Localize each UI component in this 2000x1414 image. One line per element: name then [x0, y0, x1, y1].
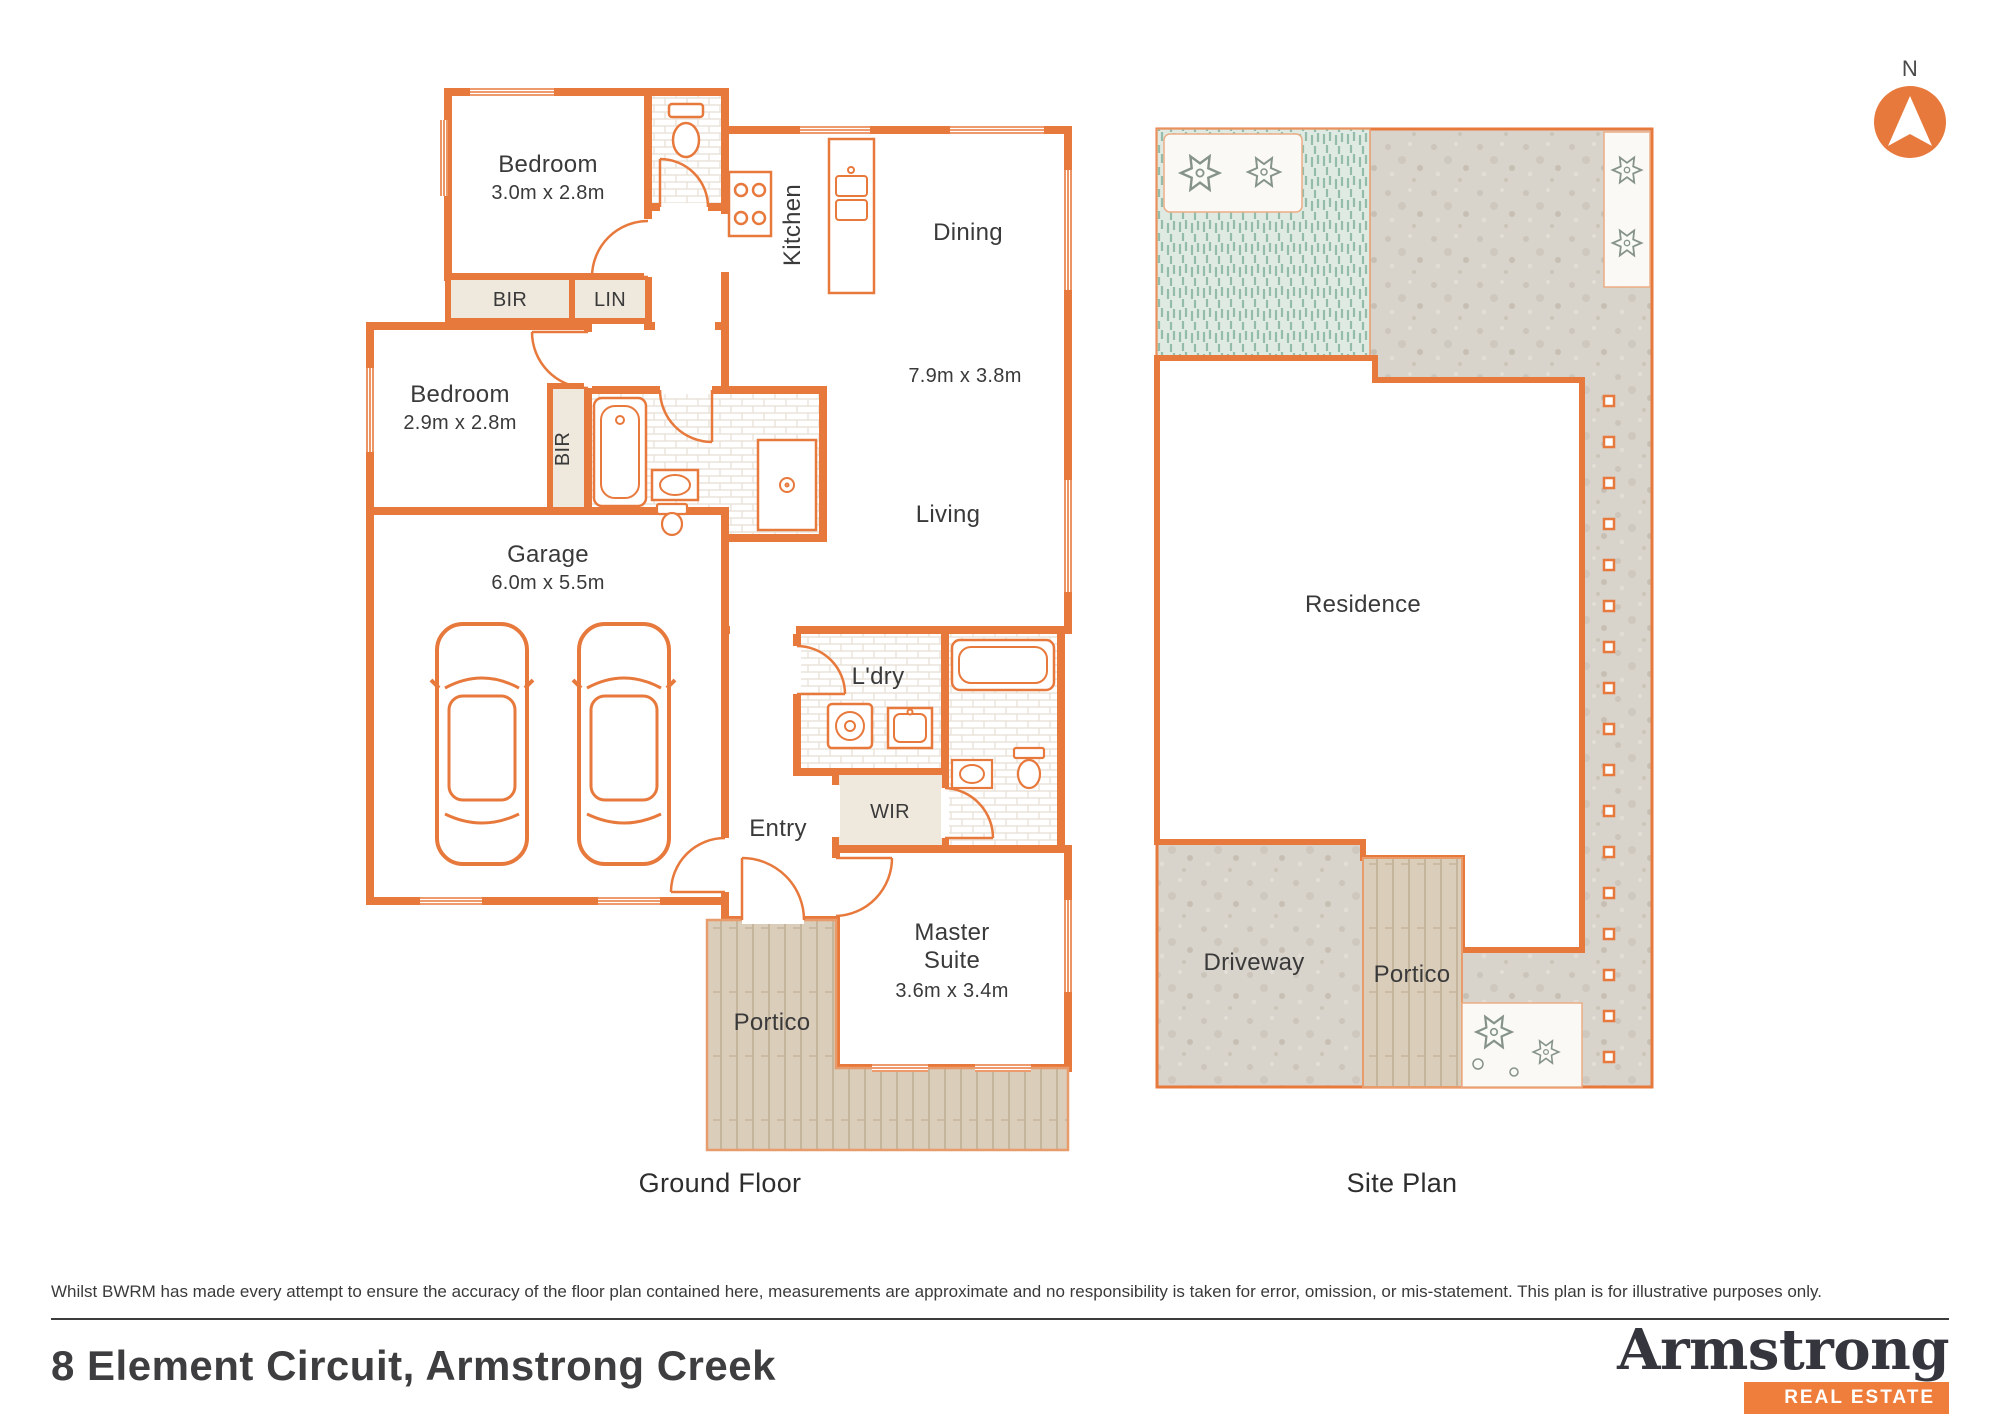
shower-icon [756, 438, 818, 532]
floorplan-canvas: Bedroom 3.0m x 2.8m BIR LIN Kitchen Dini… [366, 56, 1946, 1198]
site-plan: Residence Driveway Portico Site Plan [1154, 127, 1654, 1198]
kitchen-island-sink-icon [827, 137, 876, 295]
vanity-icon [650, 468, 700, 502]
door-ensuite [944, 786, 995, 840]
garage-dims: 6.0m x 5.5m [491, 572, 604, 594]
laundry-label: L'dry [852, 663, 905, 690]
living-label: Living [916, 501, 981, 528]
room-living-dining [721, 126, 1072, 634]
washing-machine-icon [826, 702, 874, 750]
wir-label: WIR [870, 801, 910, 823]
door-bedroom1 [590, 219, 649, 279]
ground-floor-title: Ground Floor [639, 1168, 802, 1198]
master-label-line1: Master [914, 919, 989, 946]
ensuite-vanity-icon [950, 758, 994, 790]
bedroom2-dims: 2.9m x 2.8m [403, 412, 516, 434]
driveway-label: Driveway [1203, 949, 1304, 976]
bedroom1-dims: 3.0m x 2.8m [491, 182, 604, 204]
garden-bed [1163, 133, 1303, 213]
fence-posts [1602, 394, 1616, 1064]
bush-icon [1472, 1058, 1484, 1070]
bir1-label: BIR [493, 289, 527, 311]
room-garage [366, 507, 729, 905]
living-dims: 7.9m x 3.8m [908, 365, 1021, 387]
bedroom1-label: Bedroom [498, 151, 597, 178]
ensuite-bathtub-icon [950, 638, 1056, 692]
door-garage [669, 836, 726, 894]
toilet2-icon [655, 502, 689, 537]
laundry-tub-icon [886, 706, 934, 750]
garden-bed [1461, 1002, 1583, 1088]
room-hall-nook [644, 203, 729, 330]
north-label: N [1902, 56, 1918, 81]
site-portico-label: Portico [1374, 961, 1451, 988]
ground-floor-plan: Bedroom 3.0m x 2.8m BIR LIN Kitchen Dini… [366, 88, 1072, 1198]
residence-label: Residence [1305, 591, 1421, 618]
door-bathroom [658, 389, 714, 444]
door-laundry [796, 644, 847, 696]
entry-label: Entry [749, 815, 807, 842]
lin-label: LIN [594, 289, 626, 311]
door-front-entry [740, 856, 806, 921]
stove-icon [727, 170, 773, 238]
door-bedroom2 [530, 330, 589, 390]
disclaimer-text: Whilst BWRM has made every attempt to en… [51, 1282, 1823, 1301]
door-wc [658, 157, 710, 208]
brand-name: Armstrong [1617, 1317, 1949, 1383]
car-icon [571, 622, 677, 866]
north-arrow-icon [1888, 96, 1932, 146]
portico-deck [705, 918, 1070, 1152]
door-master [835, 856, 894, 918]
doors [530, 157, 995, 924]
footer-divider [51, 1318, 1949, 1320]
master-label-line2: Suite [924, 947, 980, 974]
garden-bed [1603, 131, 1651, 288]
bedroom2-label: Bedroom [410, 381, 509, 408]
toilet-icon [667, 102, 705, 159]
brand-tagline-badge: REAL ESTATE [1744, 1382, 1949, 1414]
north-indicator: N [1874, 56, 1946, 158]
ensuite-toilet-icon [1012, 746, 1046, 790]
dining-label: Dining [933, 219, 1003, 246]
bathtub-icon [592, 396, 648, 508]
site-portico [1362, 857, 1463, 1088]
windows [366, 88, 1072, 1072]
wall-openings [655, 214, 840, 837]
site-plan-title: Site Plan [1347, 1168, 1458, 1198]
master-dims: 3.6m x 3.4m [895, 980, 1008, 1002]
bir2-label: BIR [552, 432, 574, 466]
bush-icon [1509, 1067, 1519, 1077]
kitchen-label: Kitchen [779, 184, 806, 266]
garage-label: Garage [507, 541, 589, 568]
car-icon [429, 622, 535, 866]
fixtures [592, 102, 1056, 790]
brand-logo: Armstrong REAL ESTATE [1617, 1322, 1949, 1414]
portico-label: Portico [734, 1009, 811, 1036]
property-address: 8 Element Circuit, Armstrong Creek [51, 1342, 776, 1389]
